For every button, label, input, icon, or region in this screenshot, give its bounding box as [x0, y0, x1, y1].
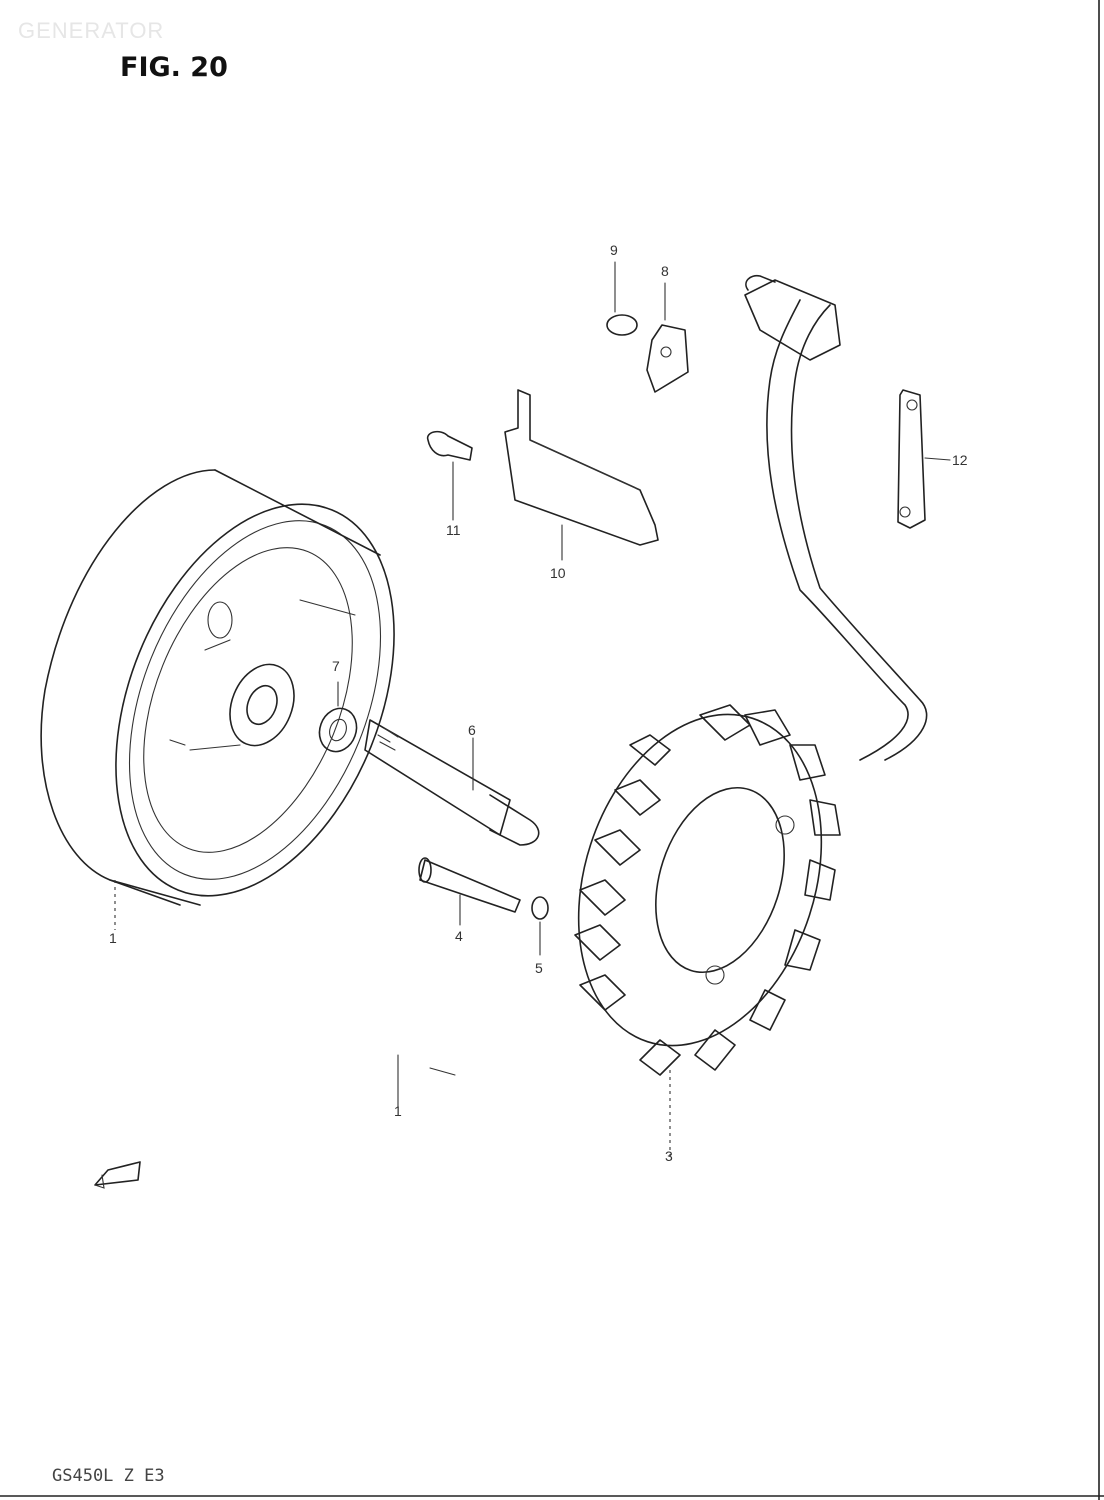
rotor-bolt-6 — [364, 719, 540, 846]
callout-5: 5 — [535, 960, 543, 976]
clamp-12 — [897, 389, 951, 529]
callout-11: 11 — [446, 522, 461, 538]
callout-9: 9 — [610, 242, 618, 258]
washer-5 — [531, 896, 549, 956]
callout-7: 7 — [332, 658, 340, 674]
callout-1: 1 — [109, 930, 117, 946]
callout-1b: 1 — [394, 1103, 402, 1119]
stator-assembly — [574, 704, 841, 1160]
model-code: GS450L Z E3 — [52, 1466, 165, 1486]
plate-10 — [504, 389, 659, 561]
callout-10: 10 — [550, 565, 566, 581]
clamp-8 — [646, 282, 689, 393]
leader-1b-tick — [429, 1067, 456, 1076]
callout-6: 6 — [468, 722, 476, 738]
callout-4: 4 — [455, 928, 463, 944]
grommet-9 — [606, 261, 638, 336]
callout-12: 12 — [952, 452, 968, 468]
washer-7 — [318, 681, 358, 753]
flywheel-rotor — [40, 469, 395, 906]
callout-3: 3 — [665, 1148, 673, 1164]
figure-title: FIG. 20 — [120, 52, 228, 83]
callout-8: 8 — [661, 263, 669, 279]
front-arrow — [94, 1161, 141, 1189]
screw-11 — [426, 430, 473, 521]
section-title: GENERATOR — [18, 18, 165, 43]
screw-4 — [418, 857, 521, 926]
stator-wire-lead — [744, 274, 928, 761]
